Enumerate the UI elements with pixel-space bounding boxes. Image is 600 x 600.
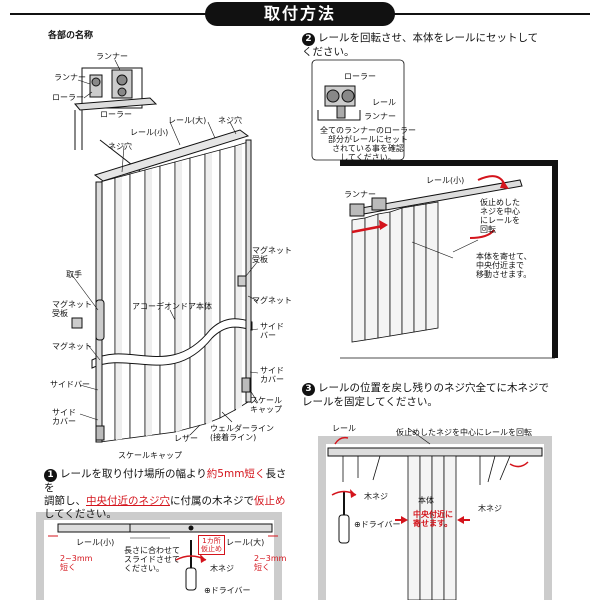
label-screw-hole-right: ネジ穴: [218, 116, 242, 125]
step3-center-note: 中央付近に 寄せます。: [413, 510, 453, 528]
label-rail-small: レール(小): [130, 128, 169, 137]
step1-driver: ⊕ドライバー: [204, 586, 251, 595]
page-title: 取付方法: [205, 2, 395, 26]
parts-heading: 各部の名称: [48, 31, 94, 41]
label-screw-hole-left: ネジ穴: [108, 142, 132, 151]
step3-driver: ⊕ドライバー: [354, 520, 401, 529]
step2-number: 2: [302, 33, 315, 46]
step2-runner: ランナー: [344, 190, 376, 199]
label-roller-left: ローラー: [52, 93, 84, 102]
step3-rotate-note: 仮止めしたネジを中心にレールを回転: [396, 428, 532, 437]
step3-rail: レール: [332, 424, 356, 433]
step1-gap-right: 2~3mm 短く: [254, 554, 287, 572]
step2-move-note: 本体を寄せて、 中央付近まで 移動させます。: [476, 252, 532, 279]
step3-text: レールの位置を戻し残りのネジ穴全てに木ネジで レールを固定してください。: [302, 382, 549, 408]
label-handle: 取手: [66, 270, 82, 279]
title-bar: 取付方法: [0, 0, 600, 28]
step1-text-red3: 仮止め: [254, 495, 286, 507]
step1-label-rail-small: レール(小): [76, 538, 115, 547]
step1-slide-note: 長さに合わせて スライドさせて ください。: [124, 546, 180, 573]
label-leather: レザー: [174, 434, 198, 443]
step3-wood-screw-left: 木ネジ: [364, 492, 388, 501]
step1-gap-left: 2~3mm 短く: [60, 554, 93, 572]
step1-text-d: に付属の木ネジで: [170, 495, 254, 507]
label-side-cover-left: サイド カバー: [52, 408, 76, 426]
step2-runner-note: 全てのランナーのローラー 部分がレールにセット されている事を確認 してください…: [320, 126, 416, 162]
step1-text-a: レールを取り付け場所の幅より: [60, 468, 207, 480]
step2-roller: ローラー: [344, 72, 376, 81]
label-scale-cap-right: スケール キャップ: [250, 396, 282, 414]
step2-rail-small: レール(小): [426, 176, 465, 185]
step3-body: 本体: [418, 496, 434, 505]
step1-wood-screw: 木ネジ: [210, 564, 234, 573]
label-magnet-right: マグネット: [252, 296, 292, 305]
step2-rotate-note: 仮止めした ネジを中心 にレールを 回転: [480, 198, 520, 234]
label-runner-top: ランナー: [96, 52, 128, 61]
step2-rail: レール: [372, 98, 396, 107]
label-roller-center: ローラー: [100, 110, 132, 119]
label-side-bar-right: サイド バー: [260, 322, 284, 340]
step3-number: 3: [302, 383, 315, 396]
step1-label-rail-large: レール(大): [226, 538, 265, 547]
step1-one-point-badge: 1カ所 仮止め: [198, 535, 225, 555]
label-magnet-receiver-right: マグネット 受板: [252, 246, 292, 264]
step1-text-red2: 中央付近のネジ穴: [86, 495, 170, 507]
label-welder-line: ウェルダーライン (接着ライン): [210, 424, 274, 442]
step3-wood-screw-right: 木ネジ: [478, 504, 502, 513]
step1-text-b: 長さを: [44, 468, 287, 494]
label-side-bar-left: サイドバー: [50, 380, 90, 389]
label-rail-large: レール(大): [168, 116, 207, 125]
step2-text: レールを回転させ、本体をレールにセットして ください。: [302, 32, 539, 58]
step1-text-c: 調節し、: [44, 495, 86, 507]
label-runner-left: ランナー: [54, 73, 86, 82]
step1-text-red: 約5mm短く: [206, 468, 266, 480]
step1-text-e: してください。: [44, 508, 117, 520]
label-door-body: アコーデオンドア本体: [132, 302, 212, 311]
label-magnet-left: マグネット: [52, 342, 92, 351]
label-side-cover-right: サイド カバー: [260, 366, 284, 384]
step1-number: 1: [44, 469, 57, 482]
label-magnet-receiver-left: マグネット 受板: [52, 300, 92, 318]
label-scale-cap-bottom: スケールキャップ: [118, 451, 182, 460]
step2-runner-zoom: ランナー: [364, 112, 396, 121]
